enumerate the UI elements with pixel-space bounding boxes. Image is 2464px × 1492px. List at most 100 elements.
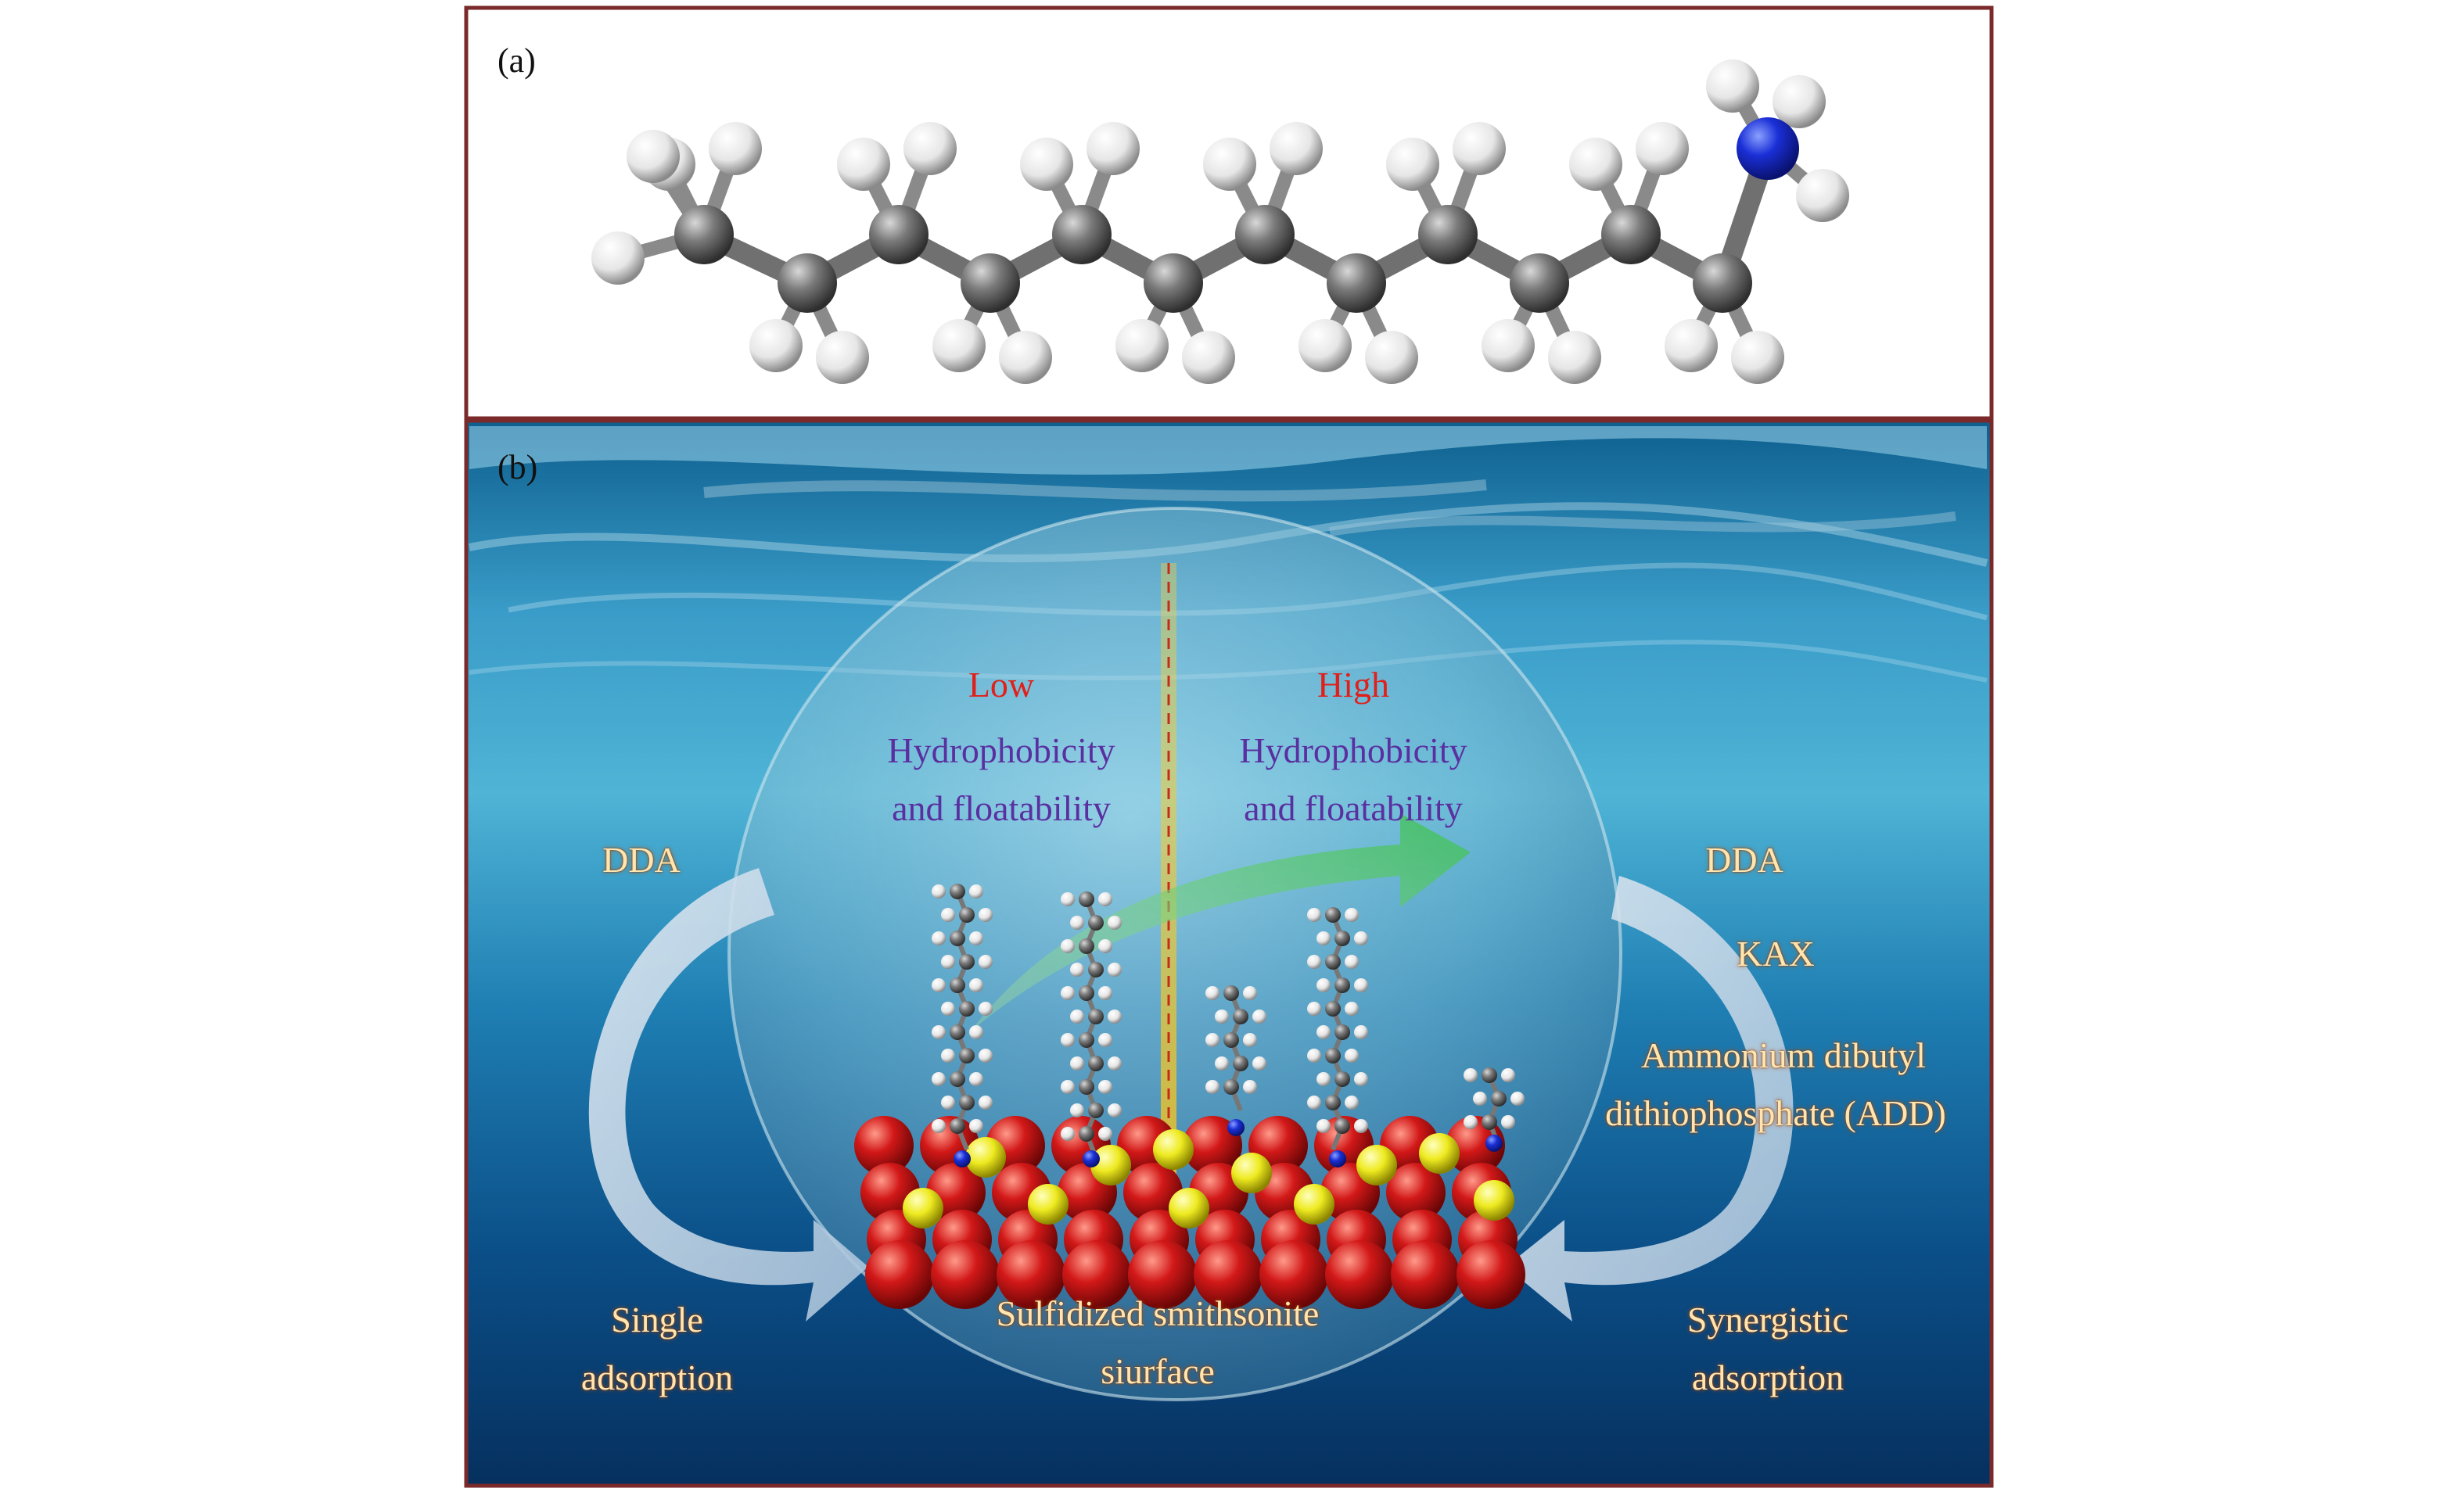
hydrogen-atom [1354, 1119, 1368, 1133]
hydrogen-atom [1108, 1103, 1122, 1117]
carbon-atom [959, 1001, 975, 1017]
surface-sulfur-atom [965, 1137, 1006, 1178]
carbon-atom [950, 884, 965, 899]
hydrogen-atom [979, 908, 993, 922]
carbon-atom [1079, 1079, 1094, 1095]
carbon-atom [1235, 205, 1295, 264]
hydrogen-atom [1270, 122, 1323, 175]
hydrogen-atom [932, 931, 946, 945]
hydrogen-atom [1070, 1056, 1084, 1071]
synergistic-adsorption-line2: adsorption [1691, 1358, 1844, 1397]
carbon-atom [959, 1048, 975, 1063]
hydrogen-atom [1636, 122, 1689, 175]
hydrogen-atom [1243, 1080, 1257, 1094]
surface-zinc-atom [1325, 1240, 1394, 1309]
surface-zinc-atom [854, 1116, 914, 1175]
synergistic-adsorption-line1: Synergistic [1686, 1300, 1849, 1340]
carbon-atom [1325, 1001, 1341, 1017]
carbon-atom [1223, 985, 1239, 1001]
carbon-atom [961, 253, 1020, 313]
hydrogen-atom [932, 319, 986, 372]
carbon-atom [1088, 962, 1104, 977]
hydrogen-atom [1548, 331, 1601, 384]
carbon-atom [1233, 1009, 1248, 1024]
surface-sulfur-atom [1474, 1180, 1514, 1221]
hydrogen-atom [1070, 963, 1084, 977]
surface-sulfur-atom [1356, 1145, 1397, 1185]
hydrogen-atom [1061, 1127, 1075, 1141]
hydrogen-atom [591, 231, 645, 285]
hydrogen-atom [1345, 1096, 1359, 1110]
hydrogen-atom [969, 884, 983, 898]
hydrogen-atom [979, 1049, 993, 1063]
hydrogen-atom [1205, 1080, 1219, 1094]
nitrogen-atom [1485, 1135, 1503, 1152]
hydrogen-atom [1098, 939, 1112, 953]
hydrogen-atom [932, 978, 946, 992]
hydrogen-atom [941, 1096, 955, 1110]
hydrogen-atom [1706, 59, 1759, 113]
carbon-atom [1233, 1056, 1248, 1071]
carbon-atom [1079, 938, 1094, 954]
carbon-atom [959, 1095, 975, 1110]
surface-sulfur-atom [1231, 1153, 1272, 1193]
hydrogen-atom [1061, 1080, 1075, 1094]
hydrogen-atom [969, 978, 983, 992]
surface-sulfur-atom [1028, 1184, 1069, 1225]
xanthate-chain [1205, 985, 1266, 1136]
hydrogen-atom [1215, 1010, 1229, 1024]
hydrogen-atom [932, 1025, 946, 1039]
carbon-atom [950, 931, 965, 946]
hydrogen-atom [1108, 1010, 1122, 1024]
hydrogen-atom [1316, 1119, 1331, 1133]
hydrogen-atom [1070, 1103, 1084, 1117]
carbon-atom [1482, 1114, 1497, 1130]
carbon-atom [950, 1024, 965, 1040]
hydrogen-atom [1252, 1056, 1266, 1071]
hydrogen-atom [1482, 319, 1535, 372]
carbon-atom [1327, 253, 1386, 313]
low-label: Low [968, 665, 1035, 705]
dda-chain-1 [932, 884, 993, 1167]
hydrogen-atom [1215, 1056, 1229, 1071]
hydrogen-atom [1345, 955, 1359, 969]
carbon-atom [1088, 1056, 1104, 1071]
hydrogen-atom [1061, 986, 1075, 1000]
hydrogen-atom [1453, 122, 1506, 175]
hydrogen-atom [816, 331, 869, 384]
hydrogen-atom [1115, 319, 1169, 372]
carbon-atom [1079, 891, 1094, 907]
carbon-atom [1510, 253, 1569, 313]
hydrogen-atom [1061, 892, 1075, 906]
right-reagent-add-line2: dithiophosphate (ADD) [1605, 1093, 1946, 1133]
hydrogen-atom [1796, 169, 1849, 222]
hydrogen-atom [1365, 331, 1418, 384]
hydrogen-atom [1773, 75, 1826, 128]
hydrogen-atom [1307, 908, 1321, 922]
surface-label-line2: siurface [1101, 1351, 1215, 1391]
carbon-atom [1418, 205, 1478, 264]
carbon-atom [1325, 1095, 1341, 1110]
surface-zinc-atom [1456, 1240, 1525, 1309]
carbon-atom [1325, 1048, 1341, 1063]
carbon-atom [1334, 1118, 1350, 1134]
right-reagent-kax: KAX [1737, 934, 1815, 974]
hydrogen-atom [1070, 1010, 1084, 1024]
hydrogen-atom [709, 122, 762, 175]
hydrogen-atom [1464, 1068, 1478, 1082]
hydrogen-atom [1354, 1025, 1368, 1039]
hydrogen-atom [1501, 1115, 1515, 1129]
hydrogen-atom [1243, 1033, 1257, 1047]
carbon-atom [1325, 954, 1341, 970]
surface-sulfur-atom [1419, 1133, 1460, 1174]
hydrogen-atom [1098, 1033, 1112, 1047]
hydrogen-atom [979, 955, 993, 969]
hydrogen-atom [1298, 319, 1352, 372]
carbon-atom [1079, 1032, 1094, 1048]
carbon-atom [950, 1071, 965, 1087]
high-desc-line2: and floatability [1244, 788, 1463, 828]
hydrogen-atom [1205, 986, 1219, 1000]
hydrogen-atom [1569, 138, 1622, 191]
carbon-atom [1052, 205, 1112, 264]
